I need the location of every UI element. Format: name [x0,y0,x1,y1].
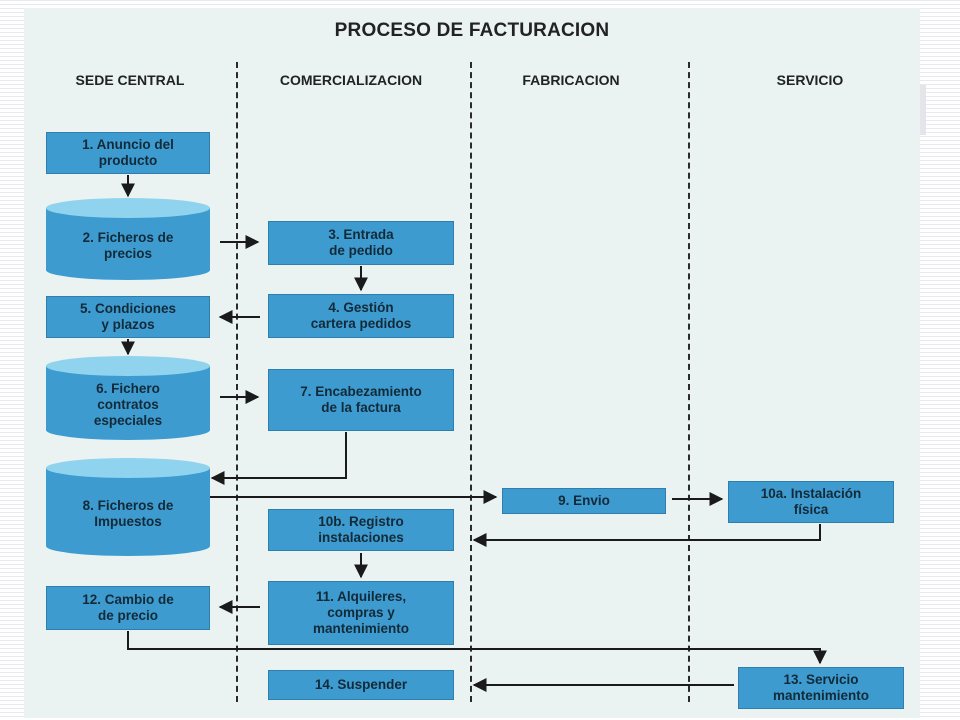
node-6-label: 6. Fichero contratos especiales [93,381,163,428]
node-6-fichero-contratos: 6. Fichero contratos especiales [46,356,210,440]
diagram-title: PROCESO DE FACTURACION [334,20,610,41]
node-9-envio: 9. Envio [502,488,666,514]
node-13-servicio-mantenimiento: 13. Servicio mantenimiento [738,667,904,709]
column-header-comercializacion: COMERCIALIZACION [279,72,423,88]
node-1-anuncio-producto: 1. Anuncio del producto [46,132,210,174]
edge-mark-right [918,85,926,135]
node-8-ficheros-impuestos: 8. Ficheros de Impuestos [46,458,210,556]
node-10b-registro-instalaciones: 10b. Registro instalaciones [268,509,454,551]
node-11-alquileres-compras: 11. Alquileres, compras y mantenimiento [268,581,454,645]
swimlane-divider-2 [470,62,472,702]
node-2-ficheros-precios: 2. Ficheros de precios [46,198,210,280]
node-7-encabezamiento-factura: 7. Encabezamiento de la factura [268,369,454,431]
column-header-servicio: SERVICIO [776,72,844,88]
swimlane-divider-3 [688,62,690,702]
node-5-condiciones-plazos: 5. Condiciones y plazos [46,296,210,338]
node-10a-instalacion-fisica: 10a. Instalación física [728,481,894,523]
node-4-gestion-cartera: 4. Gestión cartera pedidos [268,294,454,338]
node-8-label: 8. Ficheros de Impuestos [82,498,174,529]
node-2-label: 2. Ficheros de precios [82,230,174,261]
node-3-entrada-pedido: 3. Entrada de pedido [268,221,454,265]
column-header-sede-central: SEDE CENTRAL [75,72,185,88]
node-12-cambio-precio: 12. Cambio de de precio [46,586,210,630]
arrow-10a-to-10b [472,524,821,547]
arrow-12-to-13 [127,631,827,665]
arrow-7-to-8 [210,432,347,485]
swimlane-divider-1 [236,62,238,702]
node-14-suspender: 14. Suspender [268,670,454,700]
column-header-fabricacion: FABRICACION [522,72,620,88]
